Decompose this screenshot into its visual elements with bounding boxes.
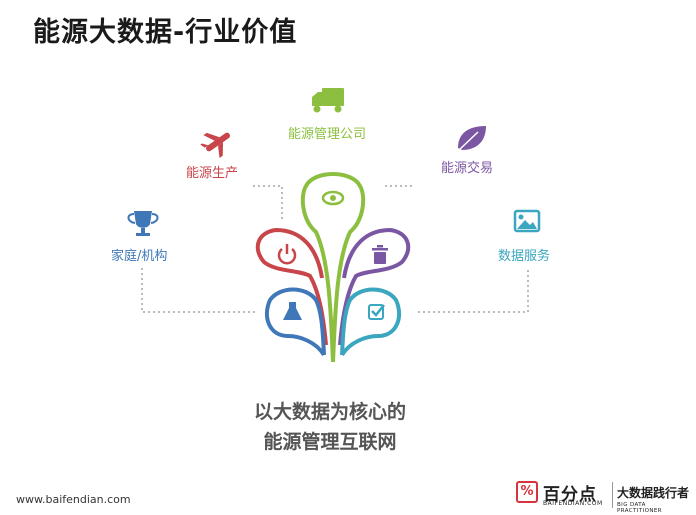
checkbox-icon [368, 304, 385, 320]
connector-household [141, 268, 256, 313]
logo-slogan-en: BIG DATA PRACTITIONER [617, 502, 662, 514]
node-label-dataservice: 数据服务 [498, 249, 551, 264]
logo-domain: BAIFENDIAN.COM [543, 500, 603, 507]
petal-cyan [340, 287, 402, 357]
brand-logo: % 百分点 BAIFENDIAN.COM 大数据践行者 BIG DATA PRA… [516, 478, 692, 514]
connector-dataservice [418, 268, 529, 313]
petal-red [255, 227, 328, 346]
trophy-icon [127, 211, 159, 236]
page-title: 能源大数据-行业价值 [33, 17, 298, 48]
footer-url[interactable]: www.baifendian.com [16, 493, 131, 506]
truck-icon [312, 88, 344, 113]
eye-icon [321, 190, 345, 206]
node-label-trading: 能源交易 [441, 161, 494, 176]
node-label-household: 家庭/机构 [111, 249, 168, 264]
logo-percent-icon: % [516, 481, 538, 503]
logo-name: 百分点 [543, 485, 597, 505]
power-icon [277, 244, 297, 265]
leaf-icon [458, 126, 486, 151]
center-text-line2: 能源管理互联网 [263, 431, 397, 453]
logo-slogan: 大数据践行者 [617, 486, 690, 500]
node-label-company: 能源管理公司 [288, 127, 367, 142]
connector-production [253, 185, 283, 220]
petal-purple [338, 227, 411, 346]
petal-green [300, 172, 366, 363]
node-label-production: 能源生产 [186, 166, 239, 181]
center-text-line1: 以大数据为核心的 [253, 401, 406, 423]
trash-icon [372, 245, 388, 264]
image-icon [513, 209, 541, 233]
flask-icon [283, 302, 302, 320]
petal-blue [264, 287, 326, 357]
airplane-icon [200, 132, 231, 159]
logo-divider [612, 482, 613, 508]
